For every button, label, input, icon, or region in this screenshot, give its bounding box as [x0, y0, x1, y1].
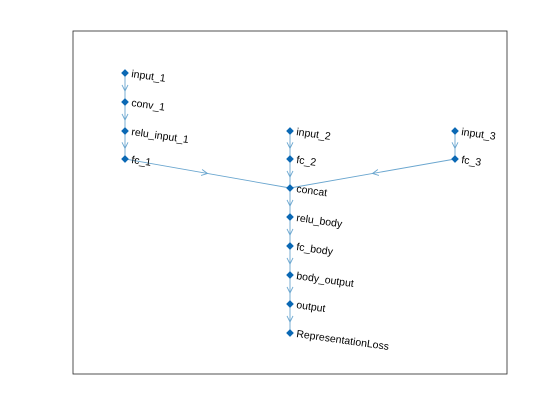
node-label-input_1: input_1 — [131, 68, 167, 85]
node-label-fc_1: fc_1 — [131, 154, 152, 169]
arrowhead-icon — [286, 199, 294, 207]
edge-conv_1-to-relu_input_1 — [121, 102, 129, 131]
node-marker-input_2[interactable] — [286, 127, 294, 135]
axes-box — [72, 30, 508, 375]
node-label-fc_3: fc_3 — [461, 154, 482, 169]
edges-layer — [121, 73, 459, 333]
arrowhead-icon — [371, 169, 380, 176]
edge-input_2-to-fc_2 — [286, 131, 294, 159]
nodes-layer — [121, 69, 459, 337]
arrowhead-icon — [121, 84, 129, 92]
node-label-output: output — [296, 299, 327, 315]
node-label-concat: concat — [296, 183, 328, 199]
edge-fc_1-to-concat — [124, 158, 291, 189]
node-label-conv_1: conv_1 — [131, 97, 166, 114]
arrowhead-icon — [286, 315, 294, 323]
edge-fc_body-to-body_output — [286, 246, 294, 275]
arrowhead-icon — [451, 142, 459, 150]
node-marker-fc_1[interactable] — [121, 155, 129, 163]
arrowhead-icon — [121, 113, 129, 121]
node-marker-RepresentationLoss[interactable] — [286, 329, 294, 337]
edge-relu_input_1-to-fc_1 — [121, 131, 129, 159]
node-label-fc_body: fc_body — [296, 241, 335, 258]
node-marker-relu_input_1[interactable] — [121, 127, 129, 135]
node-label-input_3: input_3 — [461, 126, 497, 143]
node-label-fc_2: fc_2 — [296, 154, 317, 169]
node-marker-fc_3[interactable] — [451, 155, 459, 163]
arrowhead-icon — [200, 169, 209, 176]
arrowhead-icon — [286, 228, 294, 236]
node-label-input_2: input_2 — [296, 126, 332, 143]
node-marker-fc_body[interactable] — [286, 242, 294, 250]
arrowhead-icon — [286, 257, 294, 265]
edge-fc_3-to-concat — [289, 158, 456, 189]
arrowhead-icon — [286, 170, 294, 178]
node-marker-fc_2[interactable] — [286, 155, 294, 163]
edge-relu_body-to-fc_body — [286, 217, 294, 246]
node-marker-conv_1[interactable] — [121, 98, 129, 106]
arrowhead-icon — [286, 142, 294, 150]
edge-output-to-RepresentationLoss — [286, 304, 294, 333]
arrowhead-icon — [121, 142, 129, 150]
node-marker-output[interactable] — [286, 300, 294, 308]
node-marker-concat[interactable] — [286, 184, 294, 192]
node-marker-relu_body[interactable] — [286, 213, 294, 221]
edge-input_1-to-conv_1 — [121, 73, 129, 102]
edge-input_3-to-fc_3 — [451, 131, 459, 159]
node-marker-input_3[interactable] — [451, 127, 459, 135]
edge-concat-to-relu_body — [286, 188, 294, 217]
node-marker-input_1[interactable] — [121, 69, 129, 77]
edge-fc_2-to-concat — [286, 159, 294, 188]
node-marker-body_output[interactable] — [286, 271, 294, 279]
arrowhead-icon — [286, 286, 294, 294]
edge-body_output-to-output — [286, 275, 294, 304]
